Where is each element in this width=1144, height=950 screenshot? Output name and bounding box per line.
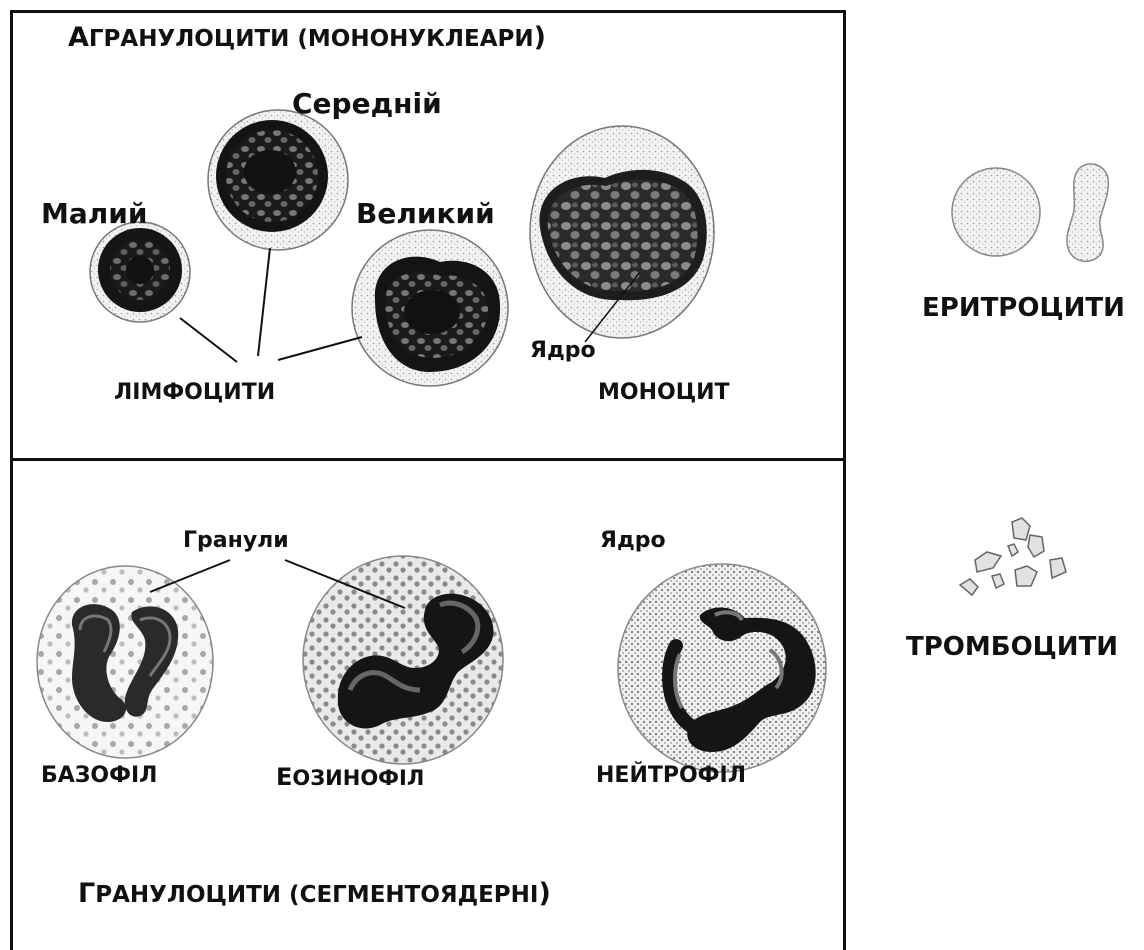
monocyte-cell xyxy=(530,126,714,338)
agranulocytes-title: АГРАНУЛОЦИТИ (МОНОНУКЛЕАРИ) xyxy=(68,24,546,51)
medium-lymphocyte xyxy=(208,110,348,250)
label-lymph-small: Малий xyxy=(41,200,148,228)
label-basophil: БАЗОФІЛ xyxy=(41,765,157,787)
small-lymphocyte xyxy=(90,222,190,322)
label-lymph-medium: Середній xyxy=(292,90,442,118)
platelets xyxy=(960,518,1066,595)
label-neutrophil: НЕЙТРОФІЛ xyxy=(596,765,746,787)
label-eosinophil: ЕОЗИНОФІЛ xyxy=(276,765,424,789)
label-lymph-large: Великий xyxy=(356,200,495,228)
label-monocyte-nucleus: Ядро xyxy=(530,340,596,362)
label-monocyte: МОНОЦИТ xyxy=(598,382,730,404)
erythrocytes xyxy=(952,164,1108,261)
neutrophil-cell xyxy=(618,564,826,772)
granulocytes-title: ГРАНУЛОЦИТИ (СЕГМЕНТОЯДЕРНІ) xyxy=(78,880,551,907)
label-lymphocytes: ЛІМФОЦИТИ xyxy=(114,382,275,404)
label-platelets: ТРОМБОЦИТИ xyxy=(906,634,1118,660)
label-neutrophil-nucleus: Ядро xyxy=(600,530,666,552)
eosinophil-cell xyxy=(303,556,503,764)
basophil-cell xyxy=(37,566,213,758)
large-lymphocyte xyxy=(352,230,508,386)
label-erythrocytes: ЕРИТРОЦИТИ xyxy=(922,295,1125,321)
label-granules: Гранули xyxy=(183,530,289,552)
